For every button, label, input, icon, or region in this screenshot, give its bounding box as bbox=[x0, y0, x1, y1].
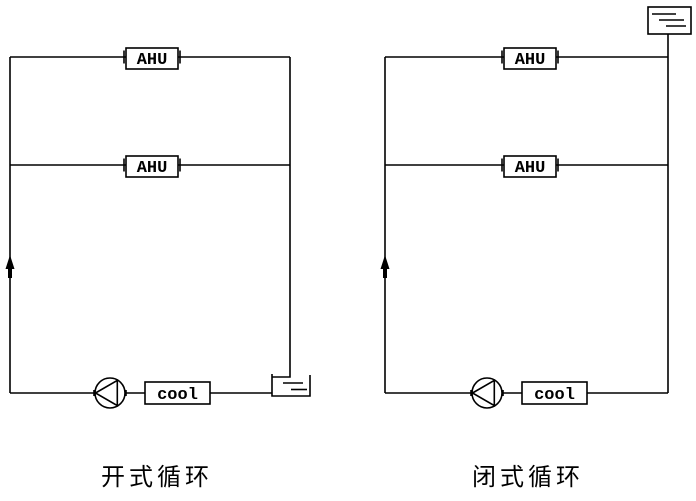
cooler-box bbox=[144, 381, 211, 405]
pump-icon bbox=[470, 377, 504, 409]
expansion-tank-icon bbox=[647, 6, 692, 35]
cooler-unit: cool bbox=[144, 381, 211, 405]
ahu-unit-middle: AHU bbox=[123, 155, 181, 178]
return-drop-pipe bbox=[272, 57, 291, 378]
ahu-box bbox=[503, 155, 557, 178]
cooler-label: cool bbox=[157, 386, 198, 405]
ahu-box bbox=[125, 155, 179, 178]
open-loop-diagram: AHU AHU cool 开式循环 bbox=[5, 47, 311, 491]
pump-impeller-triangle bbox=[93, 379, 119, 407]
ahu-box bbox=[503, 47, 557, 70]
ahu-label: AHU bbox=[137, 51, 168, 70]
open-tank-walls bbox=[271, 374, 311, 397]
ahu-unit-top: AHU bbox=[123, 47, 181, 70]
cooler-label: cool bbox=[534, 386, 575, 405]
ahu-unit-top: AHU bbox=[501, 47, 559, 70]
cooler-unit: cool bbox=[521, 381, 588, 405]
pump-impeller-triangle bbox=[470, 379, 496, 407]
open-tank-icon bbox=[271, 374, 311, 397]
ahu-box bbox=[125, 47, 179, 70]
cooler-box bbox=[521, 381, 588, 405]
pump-icon bbox=[93, 377, 127, 409]
diagram-caption-open: 开式循环 bbox=[101, 464, 213, 491]
ahu-unit-middle: AHU bbox=[501, 155, 559, 178]
ahu-label: AHU bbox=[515, 51, 546, 70]
flow-arrow-icon bbox=[380, 255, 390, 278]
ahu-label: AHU bbox=[515, 159, 546, 178]
flow-arrow-icon bbox=[5, 255, 15, 278]
ahu-label: AHU bbox=[137, 159, 168, 178]
diagram-caption-closed: 闭式循环 bbox=[472, 464, 584, 491]
closed-loop-diagram: AHU AHU cool 闭式循环 bbox=[380, 6, 692, 491]
